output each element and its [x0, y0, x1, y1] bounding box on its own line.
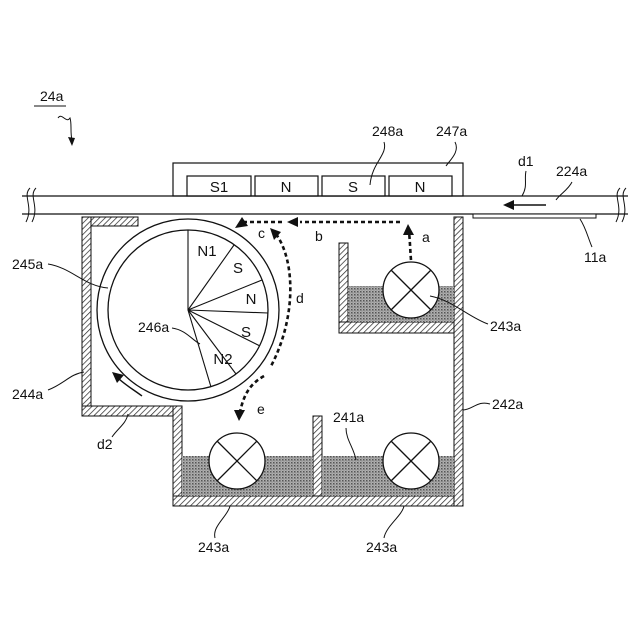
- flow-e-arrowhead: [234, 410, 245, 421]
- ref-belt-reinforcement-label: 11a: [584, 249, 607, 265]
- ref-magnet-holder-leader: [446, 142, 456, 166]
- magnet-s1-label: S1: [210, 179, 228, 196]
- ref-belt-reinforcement-leader: [580, 219, 592, 247]
- ref-main-squiggle-arrow: [58, 116, 72, 140]
- ref-developer-leader: [346, 428, 356, 460]
- tray-partition-bottom: [339, 322, 454, 333]
- belt-reinforcement: [473, 214, 596, 218]
- ref-stirrer-bottom-right-leader: [384, 506, 404, 538]
- flow-a-path: [409, 233, 411, 260]
- flow-b-label: b: [315, 228, 323, 244]
- tray-partition-vertical: [339, 243, 348, 333]
- flow-a-label: a: [422, 229, 430, 245]
- d2-leader: [112, 414, 128, 437]
- case-left-ledge: [82, 406, 182, 416]
- stirrer-bottom-right: [383, 433, 439, 489]
- flow-c-label: c: [258, 225, 265, 241]
- belt-break-left: [26, 188, 36, 222]
- ref-case-wall-label: 244a: [12, 386, 43, 402]
- ref-case-leader: [463, 403, 490, 410]
- flow-d-arrowhead: [270, 228, 281, 240]
- ref-roller-label: 245a: [12, 256, 43, 272]
- case-left-wall: [82, 217, 91, 416]
- case-lower-left-wall: [173, 406, 182, 506]
- ref-developer-label: 241a: [333, 409, 364, 425]
- ref-stirrer-bottom-left-label: 243a: [198, 539, 229, 555]
- magnet-n-1-label: N: [281, 179, 292, 196]
- d2-label: d2: [97, 436, 113, 452]
- stirrer-top-right: [383, 262, 439, 318]
- ref-magnets-label: 248a: [372, 123, 403, 139]
- ref-belt-label: 224a: [556, 163, 587, 179]
- ref-case-label: 242a: [492, 396, 523, 412]
- ref-magnet-holder-label: 247a: [436, 123, 467, 139]
- belt-break-right: [616, 188, 626, 222]
- flow-d-label: d: [296, 290, 304, 306]
- ref-case-wall-leader: [48, 372, 84, 390]
- pole-n2-label: N2: [213, 351, 232, 368]
- flow-e-label: e: [257, 401, 265, 417]
- d1-label: d1: [518, 153, 534, 169]
- ref-stirrer-top-right-label: 243a: [490, 318, 521, 334]
- flow-b-arrowhead: [287, 217, 298, 227]
- bottom-divider: [313, 416, 322, 496]
- ref-belt-leader: [556, 182, 572, 200]
- ref-roller-leader: [48, 264, 108, 288]
- ref-stirrer-bottom-left-leader: [215, 506, 230, 538]
- pole-n1-label: N1: [197, 243, 216, 260]
- flow-a-arrowhead: [403, 224, 414, 235]
- pole-s-1-label: S: [233, 260, 243, 277]
- magnet-n-2-label: N: [415, 179, 426, 196]
- ref-stirrer-bottom-right-label: 243a: [366, 539, 397, 555]
- ref-main-label: 24a: [40, 88, 64, 104]
- magnet-s-2-label: S: [348, 179, 358, 196]
- ref-main-arrowhead: [68, 137, 75, 146]
- pole-s-2-label: S: [241, 324, 251, 341]
- pole-n-label: N: [246, 291, 257, 308]
- d1-arrowhead: [503, 200, 514, 210]
- case-bottom: [173, 496, 463, 506]
- stirrer-bottom-left: [209, 433, 265, 489]
- ref-roller-magnet-label: 246a: [138, 319, 169, 335]
- d1-leader: [522, 171, 526, 196]
- case-right-wall: [454, 217, 463, 506]
